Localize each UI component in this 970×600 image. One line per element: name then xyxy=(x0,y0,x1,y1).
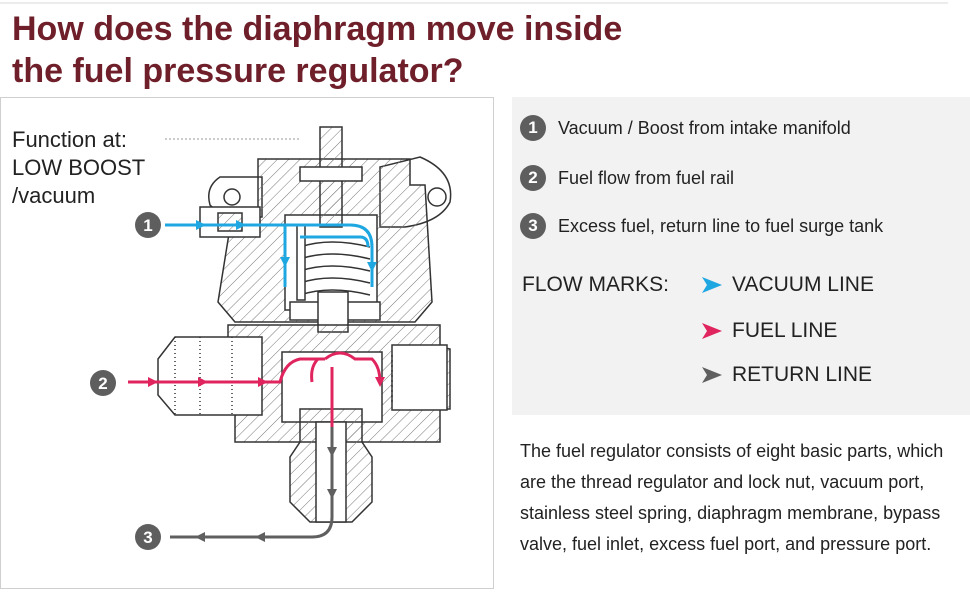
legend-item-fuel: 2 Fuel flow from fuel rail xyxy=(520,165,734,191)
return-flow xyxy=(170,427,334,539)
top-rule xyxy=(0,2,948,4)
legend-item-text: Excess fuel, return line to fuel surge t… xyxy=(558,215,884,236)
legend-item-vacuum: 1 Vacuum / Boost from intake manifold xyxy=(520,115,851,141)
legend-panel: 1 Vacuum / Boost from intake manifold 2 … xyxy=(512,97,970,415)
function-line-1: Function at: xyxy=(12,127,127,152)
legend-item-text: Vacuum / Boost from intake manifold xyxy=(558,117,851,138)
vacuum-arrow-icon xyxy=(702,277,722,293)
flow-label: FUEL LINE xyxy=(732,319,838,342)
side-fitting xyxy=(391,344,448,411)
description-paragraph: The fuel regulator consists of eight bas… xyxy=(520,441,944,554)
callout-2-text: 2 xyxy=(98,374,107,393)
title-line-1: How does the diaphragm move inside xyxy=(12,10,623,48)
page-title: How does the diaphragm move inside the f… xyxy=(12,8,732,92)
legend-number-badge: 3 xyxy=(520,213,546,239)
adjust-screw xyxy=(299,126,363,228)
inlet-fitting xyxy=(157,336,263,416)
title-line-2: the fuel pressure regulator? xyxy=(12,52,464,90)
fuel-arrows xyxy=(148,377,385,387)
callout-3: 3 xyxy=(135,524,161,550)
function-line-3: /vacuum xyxy=(12,183,96,208)
flow-label: RETURN LINE xyxy=(732,363,873,386)
fuel-arrow-icon xyxy=(702,323,722,339)
callout-1-text: 1 xyxy=(143,216,152,235)
function-line-2: LOW BOOST xyxy=(12,155,146,180)
return-arrow-icon xyxy=(702,367,722,383)
flow-marks-title: FLOW MARKS: xyxy=(522,273,670,296)
regulator-diagram: 1 2 3 xyxy=(90,126,452,550)
flow-vacuum-line: VACUUM LINE xyxy=(702,273,874,297)
vacuum-flow xyxy=(165,223,374,287)
vacuum-port xyxy=(199,206,261,238)
flow-fuel-line: FUEL LINE xyxy=(702,319,837,343)
return-arrows xyxy=(195,447,337,542)
flow-label: VACUUM LINE xyxy=(732,273,874,296)
callout-1: 1 xyxy=(135,212,161,238)
legend-number-badge: 1 xyxy=(520,115,546,141)
legend-item-return: 3 Excess fuel, return line to fuel surge… xyxy=(520,213,883,239)
callout-3-text: 3 xyxy=(143,528,152,547)
callout-2: 2 xyxy=(90,370,116,396)
function-label: Function at: LOW BOOST /vacuum xyxy=(12,126,145,210)
flow-return-line: RETURN LINE xyxy=(702,363,872,387)
vacuum-arrows xyxy=(196,220,377,272)
legend-number-badge: 2 xyxy=(520,165,546,191)
legend-item-text: Fuel flow from fuel rail xyxy=(558,167,735,188)
